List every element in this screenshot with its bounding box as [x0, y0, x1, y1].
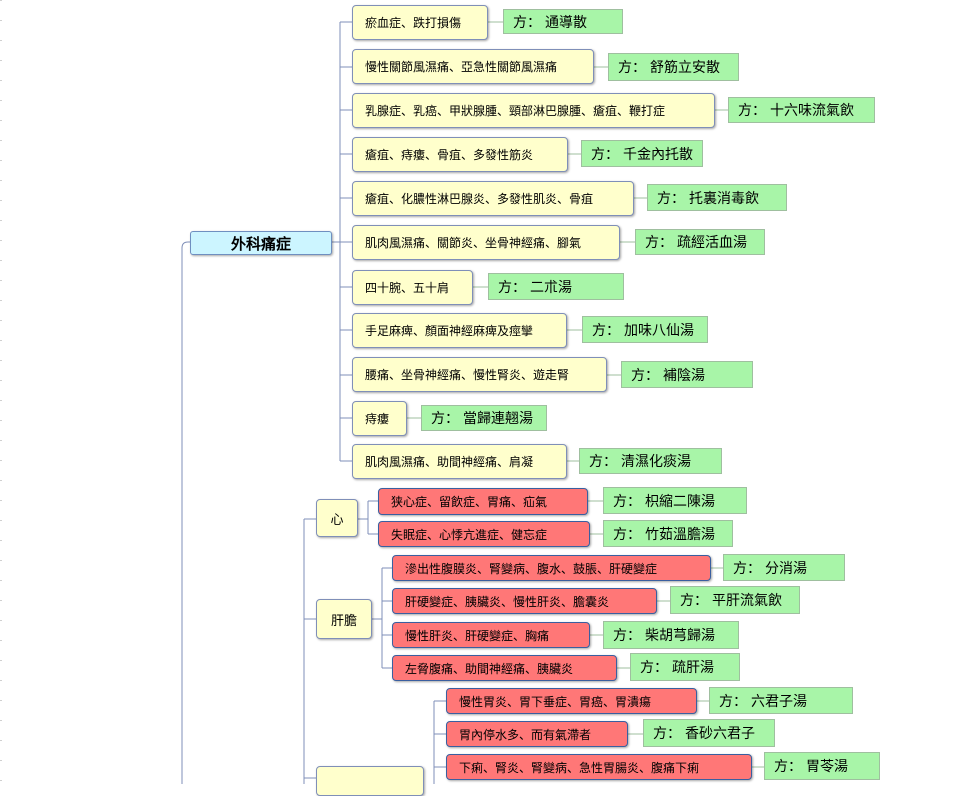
- condition-node[interactable]: 肌肉風濕痛、關節炎、坐骨神經痛、腳氣: [352, 225, 620, 260]
- prescription-prefix: 方：: [589, 454, 617, 470]
- prescription-name: 六君子湯: [751, 693, 807, 710]
- prescription-name: 竹茹溫膽湯: [645, 526, 715, 543]
- prescription-node[interactable]: 方：二朮湯: [488, 273, 624, 300]
- prescription-name: 舒筋立安散: [650, 60, 720, 76]
- prescription-node[interactable]: 方：香砂六君子: [643, 719, 775, 747]
- prescription-name: 疏肝湯: [672, 660, 714, 676]
- prescription-prefix: 方：: [513, 14, 541, 31]
- prescription-prefix: 方：: [719, 693, 747, 710]
- prescription-node[interactable]: 方：胃苓湯: [764, 752, 880, 780]
- prescription-prefix: 方：: [613, 493, 641, 510]
- prescription-name: 平肝流氣飲: [712, 593, 782, 609]
- condition-node[interactable]: 四十腕、五十肩: [352, 270, 473, 305]
- prescription-prefix: 方：: [645, 235, 673, 251]
- condition-node[interactable]: 左脅腹痛、助間神經痛、胰臟炎: [392, 655, 617, 681]
- condition-node[interactable]: 失眠症、心悸亢進症、健忘症: [378, 521, 590, 547]
- condition-node[interactable]: 瘡疽、痔瘻、骨疽、多發性筋炎: [352, 137, 568, 172]
- prescription-node[interactable]: 方：補陰湯: [621, 361, 753, 388]
- prescription-name: 千金內托散: [623, 146, 693, 163]
- prescription-node[interactable]: 方：當歸連翹湯: [421, 405, 547, 431]
- prescription-node[interactable]: 方：平肝流氣飲: [670, 586, 800, 614]
- prescription-prefix: 方：: [618, 60, 646, 76]
- prescription-name: 柴胡芎歸湯: [645, 628, 715, 644]
- prescription-prefix: 方：: [592, 322, 620, 339]
- condition-node[interactable]: 慢性肝炎、肝硬變症、胸痛: [392, 622, 590, 648]
- prescription-prefix: 方：: [613, 628, 641, 644]
- prescription-node[interactable]: 方：六君子湯: [709, 687, 853, 714]
- condition-node[interactable]: 腰痛、坐骨神經痛、慢性腎炎、遊走腎: [352, 357, 607, 392]
- category-heart[interactable]: 心: [316, 499, 358, 537]
- prescription-name: 當歸連翹湯: [463, 411, 533, 427]
- prescription-prefix: 方：: [774, 759, 802, 775]
- prescription-node[interactable]: 方：竹茹溫膽湯: [603, 520, 733, 547]
- condition-node[interactable]: 滲出性腹膜炎、腎變病、腹水、鼓脹、肝硬變症: [392, 555, 711, 581]
- condition-node[interactable]: 胃內停水多、而有氣滯者: [446, 721, 628, 747]
- prescription-prefix: 方：: [631, 367, 659, 384]
- left-edge-marks: [0, 0, 2, 784]
- prescription-name: 分消湯: [765, 560, 807, 577]
- prescription-name: 二朮湯: [530, 279, 572, 296]
- condition-node[interactable]: 痔瘻: [352, 401, 407, 436]
- prescription-prefix: 方：: [498, 279, 526, 296]
- category-liver-gallbladder[interactable]: 肝膽: [316, 599, 372, 639]
- prescription-prefix: 方：: [613, 526, 641, 543]
- prescription-node[interactable]: 方：疏肝湯: [630, 653, 740, 681]
- condition-node[interactable]: 瘀血症、跌打損傷: [352, 5, 488, 40]
- prescription-name: 托裏消毒飲: [689, 190, 759, 207]
- prescription-node[interactable]: 方：托裏消毒飲: [647, 184, 787, 211]
- prescription-node[interactable]: 方：疏經活血湯: [635, 229, 765, 255]
- root-node[interactable]: 外科痛症: [190, 231, 332, 255]
- prescription-prefix: 方：: [680, 593, 708, 609]
- prescription-node[interactable]: 方：十六味流氣飲: [728, 97, 875, 123]
- prescription-name: 胃苓湯: [806, 759, 848, 775]
- prescription-name: 補陰湯: [663, 367, 705, 384]
- prescription-prefix: 方：: [591, 146, 619, 163]
- prescription-node[interactable]: 方：分消湯: [723, 554, 845, 581]
- prescription-name: 疏經活血湯: [677, 235, 747, 251]
- prescription-name: 十六味流氣飲: [770, 103, 854, 119]
- condition-node[interactable]: 肝硬變症、胰臟炎、慢性肝炎、膽囊炎: [392, 588, 657, 614]
- prescription-node[interactable]: 方：千金內托散: [581, 140, 703, 167]
- prescription-name: 通導散: [545, 14, 587, 31]
- prescription-prefix: 方：: [657, 190, 685, 207]
- prescription-node[interactable]: 方：清濕化痰湯: [579, 448, 722, 474]
- prescription-node[interactable]: 方：枳縮二陳湯: [603, 487, 747, 514]
- prescription-name: 枳縮二陳湯: [645, 493, 715, 510]
- category-stomach[interactable]: [316, 766, 424, 796]
- condition-node[interactable]: 肌肉風濕痛、助間神經痛、肩凝: [352, 444, 567, 479]
- prescription-node[interactable]: 方：舒筋立安散: [608, 53, 739, 81]
- condition-node[interactable]: 瘡疽、化膿性淋巴腺炎、多發性肌炎、骨疽: [352, 181, 634, 216]
- prescription-prefix: 方：: [653, 726, 681, 742]
- condition-node[interactable]: 慢性關節風濕痛、亞急性關節風濕痛: [352, 49, 594, 84]
- prescription-prefix: 方：: [640, 660, 668, 676]
- prescription-node[interactable]: 方：通導散: [503, 9, 623, 34]
- condition-node[interactable]: 慢性胃炎、胃下垂症、胃癌、胃潰瘍: [446, 688, 697, 714]
- prescription-name: 加味八仙湯: [624, 322, 694, 339]
- prescription-prefix: 方：: [733, 560, 761, 577]
- prescription-name: 清濕化痰湯: [621, 454, 691, 470]
- condition-node[interactable]: 下痢、腎炎、腎變病、急性胃腸炎、腹痛下痢: [446, 754, 752, 780]
- prescription-prefix: 方：: [431, 411, 459, 427]
- prescription-prefix: 方：: [738, 103, 766, 119]
- prescription-name: 香砂六君子: [685, 726, 755, 742]
- prescription-node[interactable]: 方：加味八仙湯: [582, 316, 708, 343]
- condition-node[interactable]: 手足麻痺、顏面神經麻痺及痙攣: [352, 313, 567, 348]
- condition-node[interactable]: 狭心症、留飲症、胃痛、疝氣: [378, 488, 588, 515]
- condition-node[interactable]: 乳腺症、乳癌、甲狀腺腫、頸部淋巴腺腫、瘡疽、鞭打症: [352, 93, 715, 128]
- prescription-node[interactable]: 方：柴胡芎歸湯: [603, 621, 739, 649]
